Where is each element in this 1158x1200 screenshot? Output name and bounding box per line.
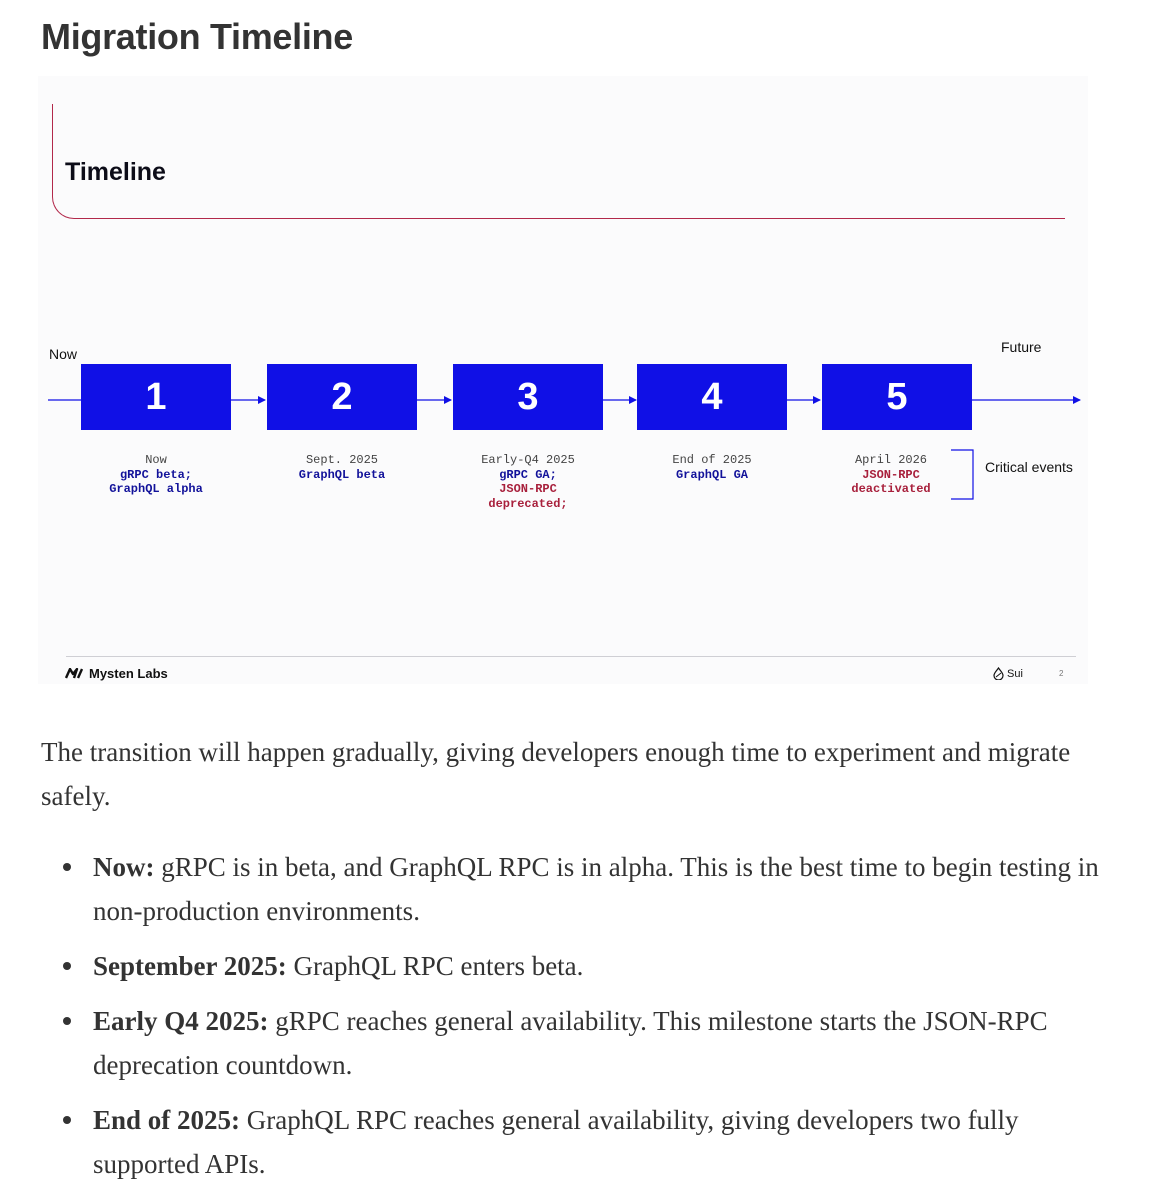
step-date: Early-Q4 2025 — [481, 453, 575, 467]
sui-logo: Sui — [993, 667, 1023, 680]
milestone-text: GraphQL RPC reaches general availability… — [93, 1105, 1019, 1179]
step-date: April 2026 — [854, 453, 927, 467]
timeline-step-3: 3 — [453, 364, 603, 430]
list-item: September 2025: GraphQL RPC enters beta. — [41, 944, 1101, 988]
critical-events-bracket — [951, 449, 974, 500]
step-number: 1 — [145, 375, 167, 418]
step-caption-1: Now gRPC beta; GraphQL alpha — [81, 453, 231, 497]
timeline-arrows — [48, 396, 1081, 500]
step-date: End of 2025 — [672, 453, 752, 467]
step-event: GraphQL beta — [298, 467, 386, 482]
step-critical-event: deactivated — [851, 482, 931, 496]
slide-heading: Timeline — [65, 158, 166, 186]
step-event: GraphQL GA — [675, 467, 748, 482]
slide-frame — [52, 104, 1065, 219]
brand-name: Mysten Labs — [89, 666, 168, 681]
step-caption-2: Sept. 2025 GraphQL beta — [267, 453, 417, 482]
mysten-labs-logo: Mysten Labs — [65, 666, 168, 681]
step-caption-3: Early-Q4 2025 gRPC GA; JSON-RPC deprecat… — [453, 453, 603, 511]
step-critical-event: JSON-RPC — [499, 482, 557, 496]
timeline-step-2: 2 — [267, 364, 417, 430]
step-caption-5: April 2026 JSON-RPC deactivated — [816, 453, 966, 497]
sui-drop-icon — [993, 667, 1004, 680]
step-number: 4 — [701, 375, 723, 418]
milestone-label: End of 2025: — [93, 1105, 241, 1135]
step-number: 2 — [331, 375, 353, 418]
sui-label: Sui — [1007, 667, 1023, 680]
timeline-step-4: 4 — [637, 364, 787, 430]
milestone-label: Early Q4 2025: — [93, 1006, 269, 1036]
timeline-step-1: 1 — [81, 364, 231, 430]
timeline-slide: Timeline Now Future 1 2 3 4 5 Now gRPC b… — [38, 76, 1088, 684]
step-event: gRPC beta; — [119, 467, 192, 482]
list-item: Now: gRPC is in beta, and GraphQL RPC is… — [41, 845, 1101, 933]
step-critical-event: deprecated; — [488, 496, 568, 511]
intro-paragraph: The transition will happen gradually, gi… — [41, 737, 1071, 811]
step-date: Sept. 2025 — [305, 453, 378, 467]
step-critical-event: JSON-RPC — [862, 467, 920, 482]
milestone-list: Now: gRPC is in beta, and GraphQL RPC is… — [41, 845, 1101, 1197]
page-title: Migration Timeline — [41, 16, 353, 57]
step-number: 3 — [517, 375, 539, 418]
step-event: GraphQL alpha — [109, 482, 203, 496]
step-date: Now — [145, 453, 167, 467]
milestone-text: gRPC is in beta, and GraphQL RPC is in a… — [93, 852, 1099, 926]
list-item: End of 2025: GraphQL RPC reaches general… — [41, 1098, 1101, 1186]
milestone-label: Now: — [93, 852, 155, 882]
step-number: 5 — [886, 375, 908, 418]
step-caption-4: End of 2025 GraphQL GA — [637, 453, 787, 482]
slide-number: 2 — [1059, 669, 1064, 678]
timeline-end-label: Future — [1001, 339, 1042, 355]
milestone-label: September 2025: — [93, 951, 287, 981]
milestone-text: gRPC reaches general availability. This … — [93, 1006, 1048, 1080]
list-item: Early Q4 2025: gRPC reaches general avai… — [41, 999, 1101, 1087]
milestone-text: GraphQL RPC enters beta. — [286, 951, 584, 981]
timeline-step-5: 5 — [822, 364, 972, 430]
mysten-logo-icon — [65, 668, 83, 679]
slide-footer-divider — [66, 656, 1076, 657]
timeline-start-label: Now — [49, 346, 78, 362]
critical-events-label: Critical events — [985, 459, 1073, 475]
step-event: gRPC GA; — [499, 467, 557, 482]
